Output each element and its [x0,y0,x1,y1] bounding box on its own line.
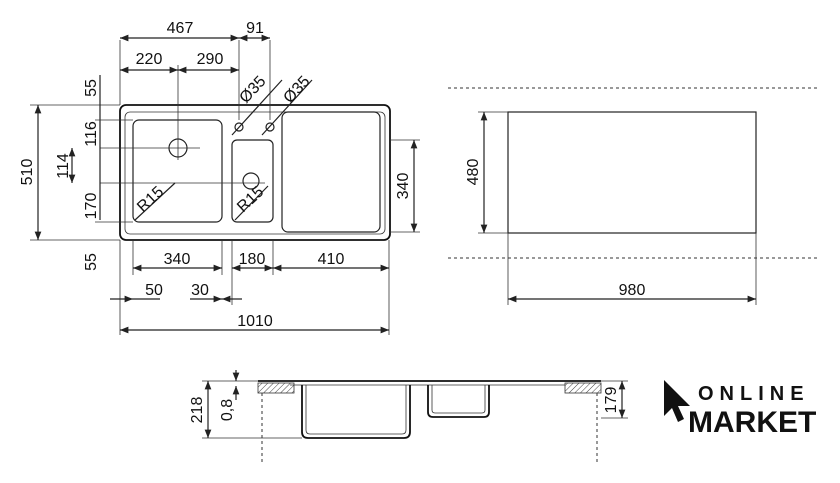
online-market-logo: ONLINE MARKET [664,380,816,439]
dim-510: 510 [19,159,36,186]
tap-hole-a [234,122,244,132]
dim-480: 480 [465,159,482,186]
sink-top-view [100,65,391,241]
countertop-left [257,382,295,394]
cutout-view: 480 980 [448,87,820,305]
dim-218: 218 [189,397,206,424]
cutout-rect [507,111,757,234]
dim-467: 467 [167,20,194,37]
dim-91: 91 [246,20,264,37]
logo-line1: ONLINE [698,383,810,405]
tap-hole-b [265,122,275,132]
cursor-icon [664,380,690,422]
dim-170: 170 [83,193,100,220]
dim-hole-a: Ø35 [236,73,269,107]
dim-top-55: 55 [83,79,100,97]
drainer-area [281,111,381,233]
dim-bottom-55: 55 [83,253,100,271]
bottom-dimensions: 340 180 410 50 30 1010 [110,240,390,335]
top-dimensions: 467 91 220 290 Ø35 Ø35 [119,20,314,136]
dim-340-vertical: 340 [395,173,412,200]
sink-inner-rim [124,111,386,235]
dim-1010: 1010 [237,313,273,330]
section-main-bowl [301,385,411,439]
dim-0-8: 0,8 [219,399,236,421]
dim-410: 410 [318,251,345,268]
dim-179: 179 [603,387,620,414]
logo-line2: MARKET [688,406,816,439]
dim-radius-b: R15 [234,183,267,216]
dim-116: 116 [83,121,100,147]
small-bowl [231,139,274,223]
right-dimension: 340 [390,139,420,233]
main-bowl [132,119,223,223]
dim-50: 50 [145,282,163,299]
dim-radius-a: R15 [134,183,167,216]
small-drain [242,172,260,190]
dim-114: 114 [55,153,72,179]
dim-290: 290 [197,51,224,68]
section-view: 218 0,8 179 [189,370,628,462]
dim-30: 30 [191,282,209,299]
dim-180: 180 [239,251,266,268]
dim-220: 220 [136,51,163,68]
sink-outline [119,104,391,241]
dim-980: 980 [619,282,646,299]
countertop-right [564,382,602,394]
dim-340-horizontal: 340 [164,251,191,268]
dim-hole-b: Ø35 [280,73,313,107]
section-small-bowl [427,385,490,418]
